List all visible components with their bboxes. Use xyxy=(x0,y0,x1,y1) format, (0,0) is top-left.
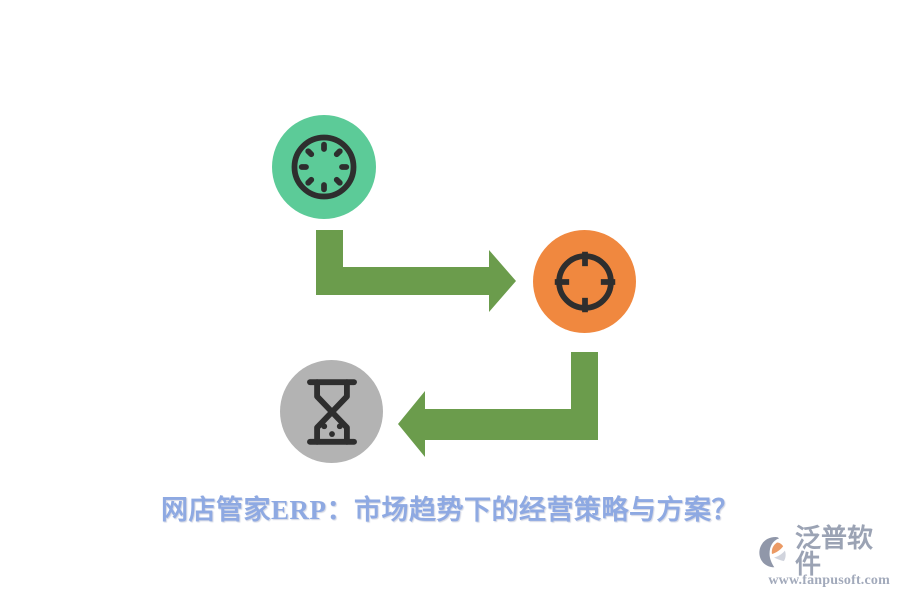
fanpu-swoosh-logo-icon xyxy=(759,537,786,568)
hourglass-icon xyxy=(306,378,357,445)
connector-target-to-time xyxy=(398,352,598,457)
connector-process-to-target xyxy=(316,230,516,312)
loading-spinner-icon xyxy=(291,134,357,200)
node-target xyxy=(533,230,636,333)
brand-logo-row: 泛普软件 xyxy=(758,526,892,578)
crosshair-target-icon xyxy=(554,251,615,312)
page-title: 网店管家ERP：市场趋势下的经营策略与方案？ xyxy=(161,495,739,525)
brand-name: 泛普软件 xyxy=(795,524,874,579)
node-process xyxy=(272,115,376,219)
brand-watermark: 泛普软件 www.fanpusoft.com xyxy=(758,526,892,594)
brand-url: www.fanpusoft.com xyxy=(768,573,890,588)
node-time xyxy=(280,360,383,463)
